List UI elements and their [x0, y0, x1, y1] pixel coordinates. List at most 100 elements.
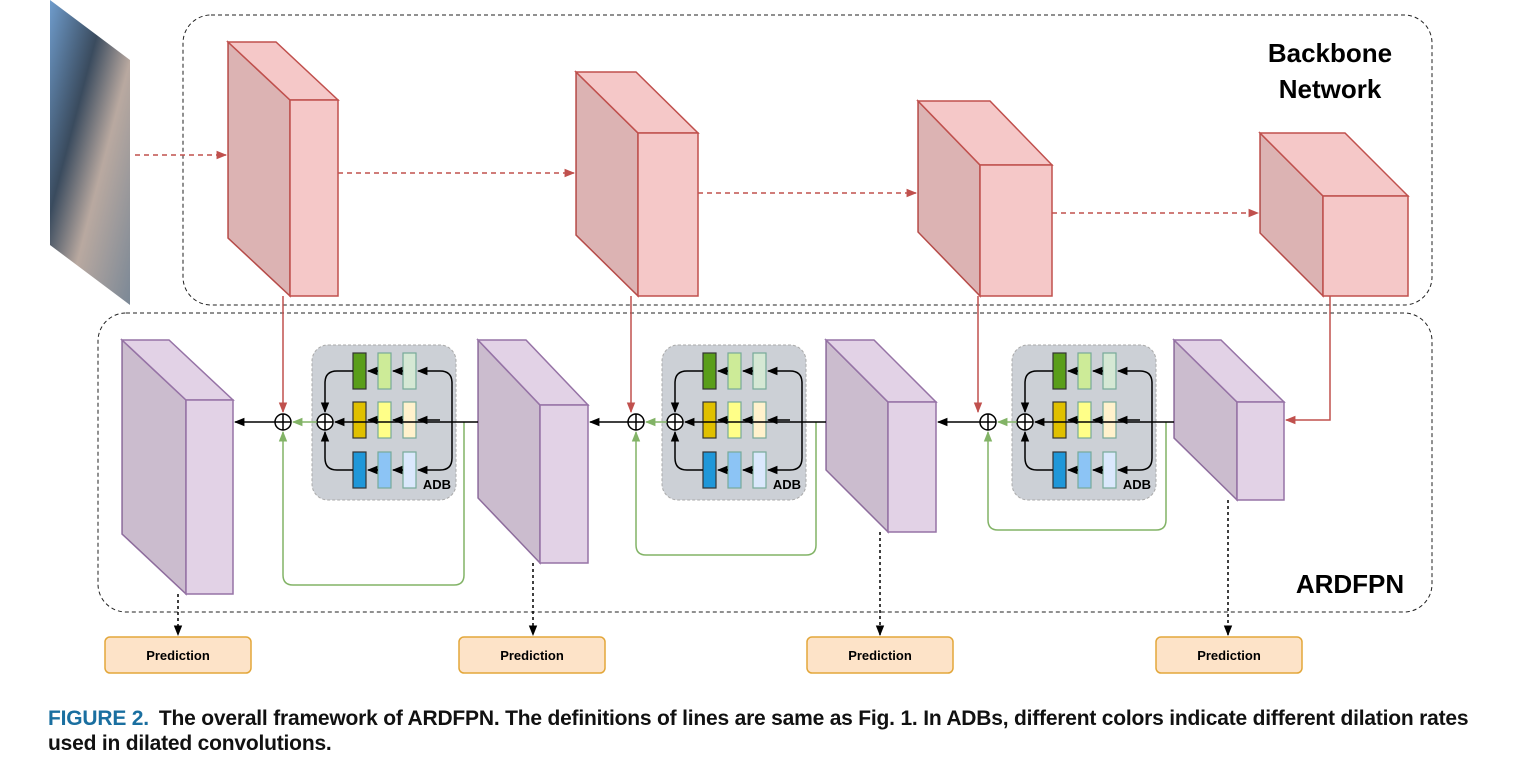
outer-sum-1	[274, 413, 292, 431]
dilated-conv-r2-c2	[1077, 401, 1092, 439]
dilated-conv-r1-c2	[377, 352, 392, 390]
fpn-feature-map-3	[824, 338, 938, 534]
dilated-conv-r2-c2	[377, 401, 392, 439]
adb-label: ADB	[1123, 477, 1151, 492]
backbone-feature-map-1-shade	[228, 42, 290, 296]
prediction-label: Prediction	[1197, 648, 1261, 663]
fpn-feature-map-4	[1172, 338, 1286, 502]
dilated-conv-r3-c2	[1077, 451, 1092, 489]
prediction-rect	[458, 636, 606, 674]
dilated-conv-r3-c3	[1102, 451, 1117, 489]
dilated-conv-r3-c1	[702, 451, 717, 489]
prediction-label: Prediction	[500, 648, 564, 663]
backbone-label-line1: Backbone	[1268, 38, 1392, 68]
fpn-feature-map-2	[476, 338, 590, 565]
dilated-conv-r3-c2	[727, 451, 742, 489]
adb-split-line	[439, 370, 453, 471]
dilated-conv-r2-c3	[1102, 401, 1117, 439]
backbone-feature-map-3	[916, 99, 1054, 298]
dilated-conv-r3-c3	[402, 451, 417, 489]
fpn-feature-map-3-front	[887, 401, 937, 533]
dilated-conv-r1-c1	[352, 352, 367, 390]
adb-merge-top	[1020, 370, 1053, 414]
backbone-feature-map-4	[1258, 131, 1410, 298]
dilated-conv-r2-c3	[752, 401, 767, 439]
dilated-conv-r1-c2	[1077, 352, 1092, 390]
outer-sum-1-cross	[275, 414, 291, 430]
backbone-network-box	[182, 14, 1433, 306]
adb-split-line	[789, 370, 803, 471]
prediction-box-3: Prediction	[806, 636, 954, 674]
backbone-feature-map-2-shade	[576, 72, 638, 296]
dilated-conv-r3-c1	[352, 451, 367, 489]
adb-label: ADB	[773, 477, 801, 492]
fpn-feature-map-4-front	[1236, 401, 1285, 501]
adb-merge-bottom	[670, 430, 703, 471]
lateral-arrow-4	[1284, 296, 1331, 425]
dilated-conv-r1-c1	[1052, 352, 1067, 390]
dilated-conv-r2-c1	[1052, 401, 1067, 439]
outer-sum-2	[627, 413, 645, 431]
dilated-conv-r2-c1	[352, 401, 367, 439]
caption-text: The overall framework of ARDFPN. The def…	[48, 707, 1469, 755]
backbone-label-line2: Network	[1279, 74, 1382, 104]
dilated-conv-r2-c2	[727, 401, 742, 439]
adb-merge-bottom	[320, 430, 353, 471]
adb-block-1: ADB	[278, 344, 465, 586]
prediction-rect	[1155, 636, 1303, 674]
outer-sum-3-cross	[980, 414, 996, 430]
green-skip-connection	[278, 422, 465, 586]
adb-inner-sum	[1016, 413, 1034, 431]
dilated-conv-r2-c3	[402, 401, 417, 439]
adb-label: ADB	[423, 477, 451, 492]
input-image	[50, 0, 130, 305]
backbone-feature-map-2	[574, 70, 700, 298]
fpn-feature-map-3-shade	[826, 340, 888, 532]
backbone-feature-map-4-shade	[1260, 133, 1323, 296]
dilated-conv-r3-c3	[752, 451, 767, 489]
outer-sum-3	[979, 413, 997, 431]
prediction-label: Prediction	[146, 648, 210, 663]
fpn-feature-map-1-front	[185, 399, 234, 595]
adb-inner-sum	[666, 413, 684, 431]
backbone-feature-map-4-front	[1322, 195, 1409, 297]
outer-sum-2-cross	[628, 414, 644, 430]
adb-block-3: ADB	[983, 344, 1167, 531]
adb-inner-sum-cross	[667, 414, 683, 430]
green-skip-connection	[983, 422, 1167, 531]
framework-diagram: Backbone Network ARDFPN ADB ADB ADB Predict…	[50, 0, 1433, 674]
backbone-feature-map-1	[226, 40, 340, 298]
dilated-conv-r1-c1	[702, 352, 717, 390]
figure-number: FIGURE 2.	[48, 707, 149, 730]
ardfpn-label: ARDFPN	[1296, 569, 1404, 599]
fpn-feature-map-1-shade	[122, 340, 186, 594]
adb-inner-sum	[316, 413, 334, 431]
dilated-conv-r1-c3	[402, 352, 417, 390]
adb-merge-top	[670, 370, 703, 414]
green-skip-connection	[631, 422, 817, 556]
prediction-box-4: Prediction	[1155, 636, 1303, 674]
dilated-conv-r2-c1	[702, 401, 717, 439]
backbone-feature-map-3-front	[979, 164, 1053, 297]
dilated-conv-r3-c1	[1052, 451, 1067, 489]
dilated-conv-r1-c3	[1102, 352, 1117, 390]
prediction-box-2: Prediction	[458, 636, 606, 674]
dilated-conv-r3-c2	[377, 451, 392, 489]
dilated-conv-r1-c2	[727, 352, 742, 390]
adb-inner-sum-cross	[1017, 414, 1033, 430]
ardfpn-box	[97, 312, 1433, 613]
adb-split-line	[1139, 370, 1153, 471]
figure-caption: FIGURE 2.The overall framework of ARDFPN…	[48, 706, 1488, 756]
adb-merge-bottom	[1020, 430, 1053, 471]
backbone-feature-map-2-front	[637, 132, 699, 297]
prediction-rect	[104, 636, 252, 674]
adb-inner-sum-cross	[317, 414, 333, 430]
dilated-conv-r1-c3	[752, 352, 767, 390]
adb-merge-top	[320, 370, 353, 414]
prediction-rect	[806, 636, 954, 674]
backbone-feature-map-1-front	[289, 99, 339, 297]
adb-block-2: ADB	[631, 344, 817, 556]
fpn-feature-map-1	[120, 338, 235, 596]
prediction-box-1: Prediction	[104, 636, 252, 674]
fpn-feature-map-2-front	[539, 404, 589, 564]
